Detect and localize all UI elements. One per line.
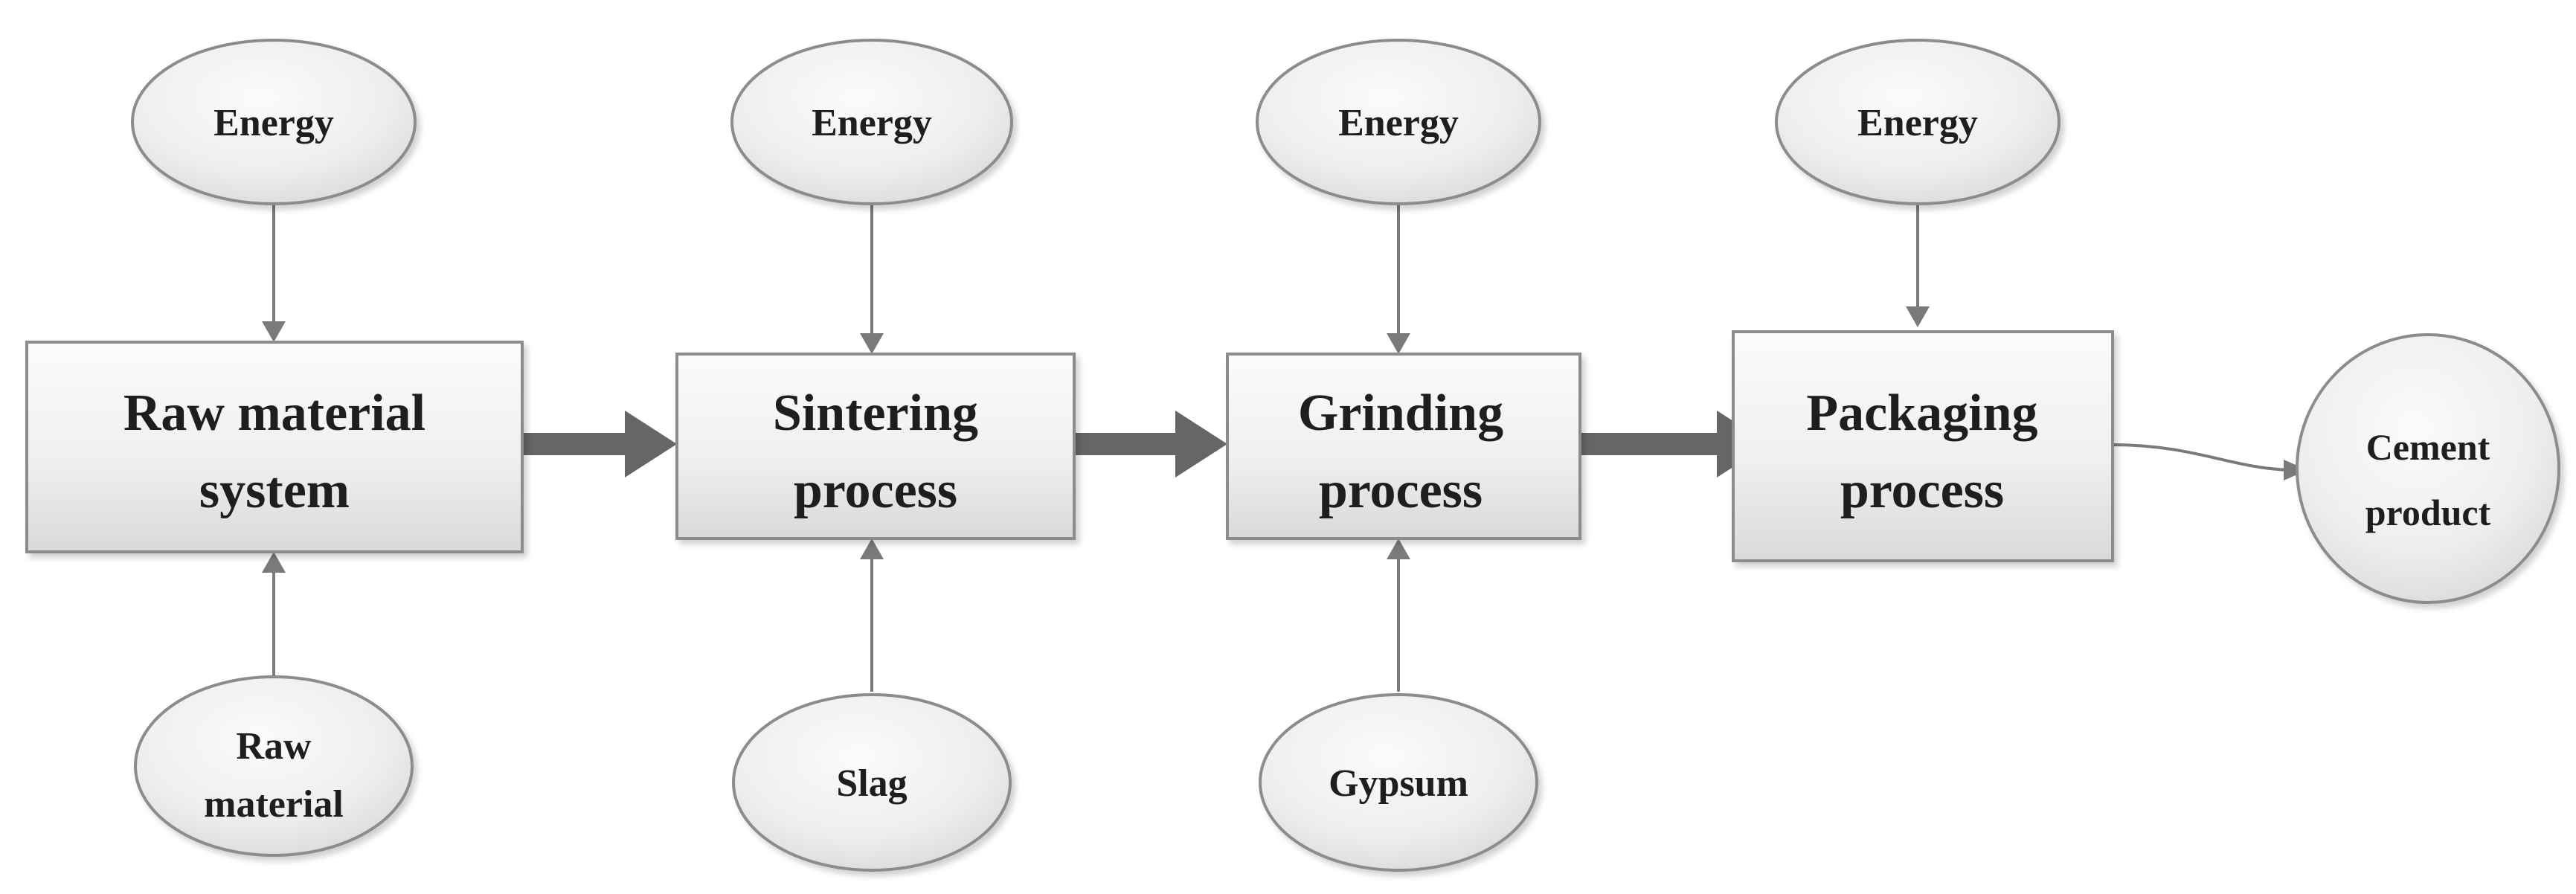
- raw-material-line-1: Raw: [236, 725, 312, 768]
- input-oval-gypsum: Gypsum: [1259, 693, 1538, 872]
- cement-product-line-1: Cement: [2366, 426, 2490, 468]
- energy-connectors: [262, 202, 1930, 354]
- input-oval-energy-1: Energy: [131, 39, 417, 205]
- slag-label: Slag: [836, 762, 907, 805]
- packaging-line-2: process: [1840, 462, 2004, 519]
- sintering-line-1: Sintering: [773, 385, 978, 442]
- connector-packaging-to-cement-product: [2112, 443, 2292, 472]
- gypsum-label: Gypsum: [1329, 762, 1468, 805]
- cement-product-line-2: product: [2365, 492, 2491, 533]
- material-connectors: [262, 538, 1410, 692]
- input-oval-raw-material: Raw material: [134, 675, 414, 857]
- flow-arrow-sintering-to-grinding: [1074, 411, 1227, 477]
- input-oval-energy-2: Energy: [730, 39, 1013, 205]
- input-oval-energy-3: Energy: [1256, 39, 1541, 205]
- raw-material-system-line-2: system: [199, 462, 350, 519]
- energy-2-label: Energy: [812, 102, 932, 144]
- output-circle-cement-product: Cement product: [2296, 333, 2560, 604]
- energy-1-label: Energy: [213, 102, 334, 144]
- sintering-line-2: process: [794, 462, 957, 519]
- process-box-packaging: Packaging process: [1732, 330, 2114, 562]
- arrowhead-cement-product: [2284, 460, 2307, 480]
- arrowhead-gypsum: [1387, 538, 1410, 559]
- input-oval-slag: Slag: [732, 693, 1012, 872]
- arrowhead-energy-4: [1906, 306, 1930, 327]
- arrowhead-raw-material: [262, 552, 286, 573]
- packaging-line-1: Packaging: [1806, 385, 2037, 442]
- process-box-raw-material-system: Raw material system: [25, 341, 524, 553]
- process-box-sintering: Sintering process: [675, 353, 1076, 540]
- output-connector: [2112, 443, 2307, 480]
- grinding-line-1: Grinding: [1298, 385, 1503, 442]
- arrowhead-energy-3: [1387, 333, 1410, 354]
- raw-material-system-line-1: Raw material: [123, 385, 425, 442]
- arrowhead-slag: [860, 538, 884, 559]
- flow-arrow-raw-to-sintering: [522, 411, 677, 477]
- arrowhead-energy-1: [262, 321, 286, 342]
- energy-4-label: Energy: [1857, 102, 1978, 144]
- raw-material-line-2: material: [204, 783, 344, 826]
- arrowhead-energy-2: [860, 333, 884, 354]
- process-box-grinding: Grinding process: [1226, 353, 1581, 540]
- grinding-line-2: process: [1319, 462, 1483, 519]
- energy-3-label: Energy: [1338, 102, 1459, 144]
- input-oval-energy-4: Energy: [1775, 39, 2061, 205]
